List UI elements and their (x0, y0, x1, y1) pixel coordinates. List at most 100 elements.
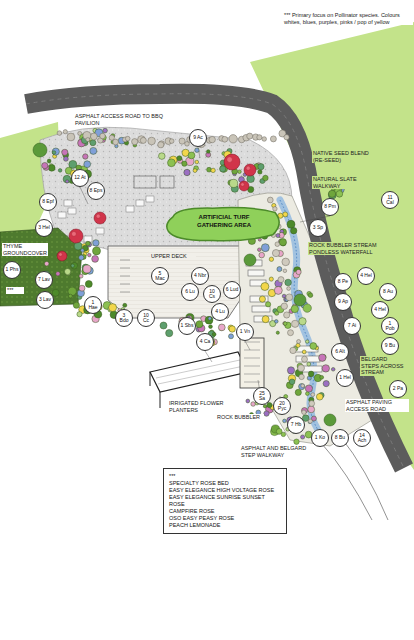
plant-symbol (238, 170, 242, 174)
callout-number: 10 Cc (140, 313, 153, 324)
plant-symbol (72, 232, 77, 237)
callout-number: 3 Bdo (118, 313, 131, 324)
plant-symbol (44, 261, 49, 266)
plant-symbol (205, 316, 213, 324)
plant-symbol (33, 143, 47, 157)
plant-symbol (49, 165, 56, 172)
callout-number: 4 Nbr (194, 273, 207, 278)
callout-number: 9 Ac (192, 135, 205, 140)
plant-symbol (283, 322, 287, 326)
callout-circle: 9 Bu (381, 337, 399, 355)
callout-number: 12 At (74, 175, 87, 180)
plant-symbol (94, 212, 106, 224)
plant-symbol (58, 169, 62, 173)
plant-symbol (158, 142, 164, 148)
plant-symbol (81, 249, 85, 253)
callout-circle: 6 Lud (223, 281, 241, 299)
callout-number: 7 Ai (346, 323, 359, 328)
note-line: EASY ELEGANCE HIGH VOLTAGE ROSE (169, 487, 281, 494)
plant-symbol (84, 161, 91, 168)
plant-symbol (188, 152, 195, 159)
callout-circle: 1 Vn (236, 323, 254, 341)
plant-symbol (140, 137, 146, 143)
plant-symbol (296, 269, 301, 274)
plant-symbol (222, 136, 228, 142)
callout-number: 1 Phs (6, 267, 19, 272)
plant-symbol (276, 234, 280, 238)
plant-symbol (289, 379, 295, 385)
callout-number: 1 Sbs (181, 323, 194, 328)
callout-circle: 11 Cal (381, 191, 399, 209)
callout-number: 7 Hb (290, 422, 303, 427)
callout-circle: 4 Hel (357, 267, 375, 285)
plant-symbol (79, 255, 84, 260)
callout-circle: 1 Phs (3, 261, 21, 279)
plant-symbol (64, 157, 69, 162)
plant-symbol (239, 181, 249, 191)
plant-symbol (320, 375, 324, 379)
callout-number: 2 Pa (392, 386, 405, 391)
plant-symbol (177, 156, 182, 161)
plant-symbol (212, 332, 216, 336)
area-label: UPPER DECK (150, 253, 196, 260)
plant-symbol (229, 326, 235, 332)
plant-symbol (79, 285, 85, 291)
callout-circle: 10 Cc (137, 309, 155, 327)
plant-symbol (316, 394, 323, 401)
plant-symbol (66, 180, 69, 183)
plant-symbol (109, 304, 117, 312)
callout-circle: 8 Au (379, 283, 397, 301)
note-line: *** (169, 473, 281, 480)
plant-symbol (96, 214, 100, 218)
callout-number: 8 Eps (90, 188, 103, 193)
callout-circle: 3 Sp (309, 219, 327, 237)
plant-symbol (244, 164, 256, 176)
plant-symbol (282, 258, 290, 266)
plant-symbol (57, 131, 62, 136)
callout-number: 8 Au (382, 289, 395, 294)
plant-symbol (295, 389, 301, 395)
plant-symbol (263, 405, 266, 408)
callout-number: 1 Pob (384, 321, 397, 332)
plant-symbol (224, 154, 240, 170)
plant-symbol (88, 253, 92, 257)
plant-symbol (77, 312, 82, 317)
callout-number: 9 Bu (384, 343, 397, 348)
plant-symbol (246, 399, 250, 403)
plant-symbol (262, 137, 267, 142)
plant-symbol (275, 242, 280, 247)
callout-number: 4 Ca (199, 339, 212, 344)
plant-symbol (73, 302, 79, 308)
plant-symbol (261, 283, 269, 291)
callout-circle: 7 Ai (343, 317, 361, 335)
plant-symbol (220, 166, 226, 172)
callout-number: 5 Mac (154, 271, 167, 282)
plant-symbol (297, 340, 301, 344)
plant-symbol (184, 169, 190, 175)
plant-symbol (306, 340, 309, 343)
plant-symbol (264, 411, 269, 416)
plant-symbol (166, 330, 173, 337)
plant-symbol (311, 393, 315, 397)
plant-symbol (207, 167, 212, 172)
callout-circle: 3 Hel (35, 219, 53, 237)
plant-symbol (247, 133, 253, 139)
plant-symbol (182, 161, 187, 166)
area-label: NATURAL SLATE WALKWAY (312, 176, 370, 189)
plant-symbol (302, 350, 306, 354)
callout-number: 4 Hel (374, 307, 387, 312)
callout-number: 6 Lu (184, 289, 197, 294)
callout-number: 4 Hel (360, 273, 373, 278)
plant-symbol (278, 277, 284, 283)
area-label: ARTIFICIAL TURF GATHERING AREA (180, 214, 268, 229)
plant-symbol (47, 159, 51, 163)
plant-symbol (259, 252, 265, 258)
plant-symbol (269, 277, 273, 281)
plant-symbol (91, 133, 98, 140)
plant-symbol (196, 321, 203, 328)
callout-number: 7 Lav (38, 277, 51, 282)
plant-symbol (324, 414, 336, 426)
turf-area: ARTIFICIAL TURF GATHERING AREA (166, 206, 282, 242)
plant-symbol (331, 368, 335, 372)
area-label: BELGARD STEPS ACROSS STREAM (360, 356, 406, 376)
